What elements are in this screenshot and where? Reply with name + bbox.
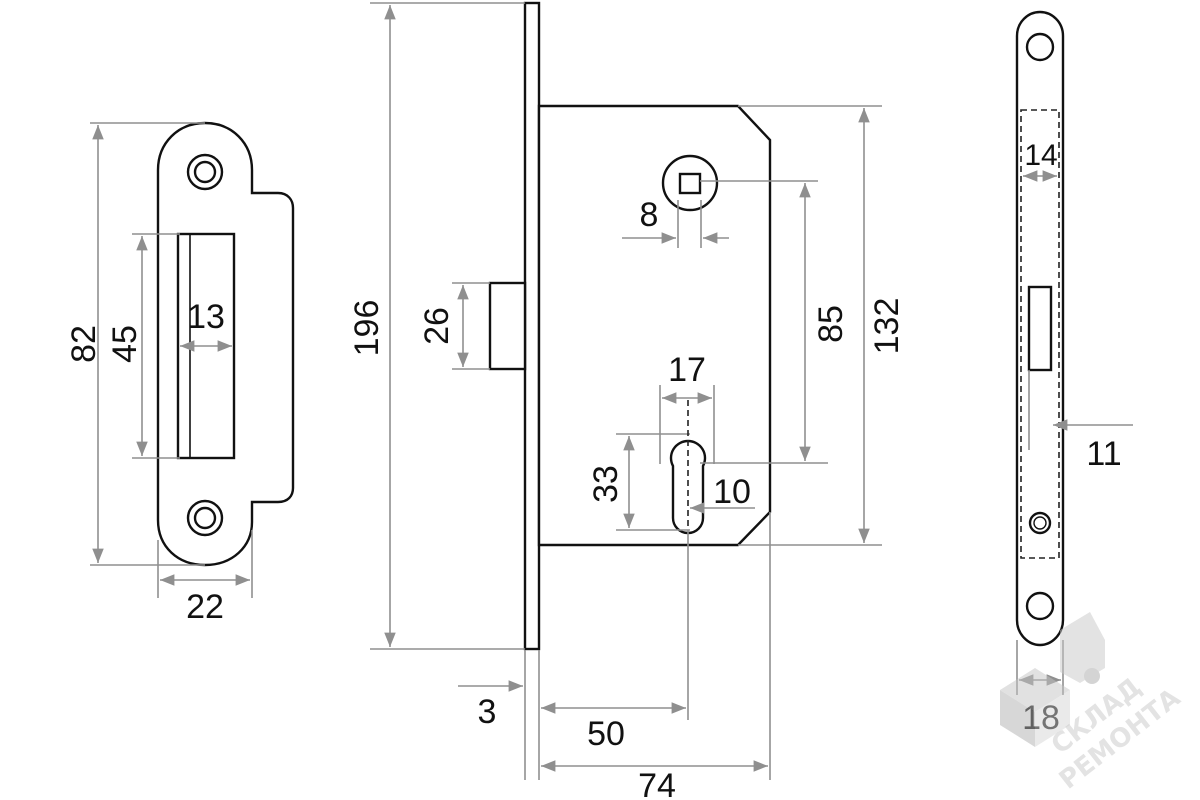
faceplate bbox=[523, 1, 541, 651]
side-screw-hole-top bbox=[1025, 32, 1055, 62]
dim-cylinder-width: 17 bbox=[668, 351, 706, 389]
strike-plate bbox=[156, 121, 295, 567]
side-screw-hole-bottom bbox=[1025, 591, 1055, 621]
dim-strike-slot-width: 13 bbox=[187, 298, 225, 336]
latch-bolt bbox=[488, 281, 527, 371]
spindle-square bbox=[678, 172, 702, 195]
dim-cylinder-bottom: 10 bbox=[713, 473, 751, 511]
dim-latch-height: 26 bbox=[418, 307, 456, 345]
dim-body-height: 132 bbox=[868, 298, 906, 355]
dim-strike-width: 22 bbox=[186, 588, 224, 626]
side-screw-small bbox=[1028, 511, 1052, 535]
dim-faceplate-thickness: 3 bbox=[478, 693, 497, 731]
side-latch-slot bbox=[1027, 285, 1053, 372]
lock-body bbox=[488, 1, 772, 651]
dim-spindle-to-cylinder: 85 bbox=[812, 305, 850, 343]
dim-strike-height: 82 bbox=[65, 325, 103, 363]
dim-strike-slot-height: 45 bbox=[106, 325, 144, 363]
strike-dimensions bbox=[90, 122, 253, 598]
dim-spindle-square: 8 bbox=[640, 196, 659, 234]
case-outline-dashed bbox=[1020, 109, 1060, 559]
dim-cylinder-height: 33 bbox=[587, 465, 625, 503]
lock-body-dimensions bbox=[370, 2, 882, 780]
dim-backset: 50 bbox=[587, 715, 625, 753]
strike-screw-hole-bottom-inner bbox=[193, 506, 217, 530]
forklift-logo bbox=[1000, 612, 1105, 747]
dim-side-slot-width: 14 bbox=[1024, 139, 1057, 172]
strike-screw-hole-top-inner bbox=[193, 160, 217, 184]
dim-side-offset: 11 bbox=[1086, 435, 1121, 473]
dim-faceplate-height: 196 bbox=[348, 300, 386, 357]
dim-body-depth: 74 bbox=[638, 767, 676, 800]
side-faceplate bbox=[1015, 10, 1065, 647]
